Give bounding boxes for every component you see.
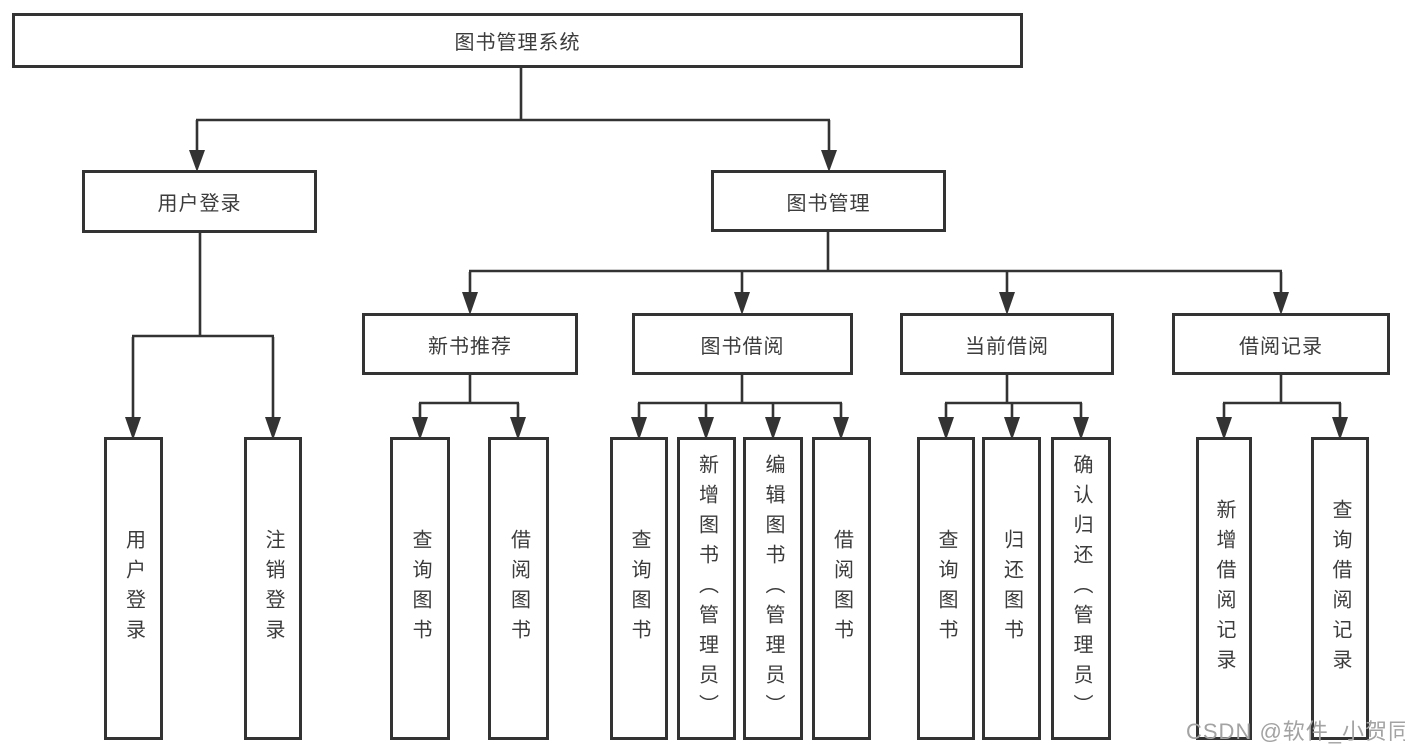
leaf-logout: 注销登录 <box>244 437 302 740</box>
arrowhead <box>833 417 849 440</box>
arrowhead <box>265 417 281 440</box>
arrowhead <box>412 417 428 440</box>
leaf-query-books-current: 查询图书 <box>917 437 975 740</box>
arrowhead <box>1332 417 1348 440</box>
node-library-management-system: 图书管理系统 <box>12 13 1023 68</box>
arrowhead <box>938 417 954 440</box>
arrowhead <box>1216 417 1232 440</box>
connector-borrow-record-to-leaves <box>1222 375 1342 418</box>
node-label: 查询图书 <box>409 528 431 649</box>
node-label: 借阅记录 <box>1239 335 1323 358</box>
node-label: 注销登录 <box>262 528 284 649</box>
leaf-confirm-return-admin: 确认归还（管理员） <box>1051 437 1111 740</box>
leaf-return-books: 归还图书 <box>982 437 1041 740</box>
arrowhead <box>765 417 781 440</box>
csdn-watermark: CSDN @软件_小贺同学 <box>1186 719 1405 744</box>
leaf-query-books-recommend: 查询图书 <box>390 437 450 740</box>
leaf-edit-books-admin: 编辑图书（管理员） <box>743 437 803 740</box>
leaf-query-books-borrow: 查询图书 <box>610 437 668 740</box>
leaf-user-login: 用户登录 <box>104 437 163 740</box>
node-label: 新增借阅记录 <box>1213 498 1235 679</box>
node-label: 确认归还（管理员） <box>1070 453 1092 724</box>
connector-user-login-to-leaves <box>131 233 275 418</box>
node-label: 图书管理 <box>786 192 871 215</box>
leaf-query-borrow-record: 查询借阅记录 <box>1311 437 1369 740</box>
node-user-login: 用户登录 <box>82 170 317 233</box>
node-label: 查询图书 <box>935 528 957 649</box>
leaf-add-books-admin: 新增图书（管理员） <box>677 437 736 740</box>
leaf-borrow-books: 借阅图书 <box>812 437 871 740</box>
arrowhead <box>1273 292 1289 315</box>
connector-current-borrow-to-leaves <box>944 375 1083 418</box>
node-label: 当前借阅 <box>965 335 1049 358</box>
node-label: 图书管理系统 <box>454 32 581 54</box>
node-label: 图书借阅 <box>700 335 785 358</box>
arrowhead <box>1004 417 1020 440</box>
arrowhead <box>698 417 714 440</box>
arrowheads <box>125 150 1348 440</box>
arrowhead <box>734 292 750 315</box>
node-book-borrowing: 图书借阅 <box>632 313 853 375</box>
connector-book-mgmt-to-level3 <box>468 232 1283 293</box>
node-book-management: 图书管理 <box>711 170 946 232</box>
arrowhead <box>999 292 1015 315</box>
node-label: 查询借阅记录 <box>1329 498 1351 679</box>
node-label: 用户登录 <box>157 193 242 215</box>
node-label: 用户登录 <box>122 528 145 649</box>
node-borrowing-records: 借阅记录 <box>1172 313 1390 375</box>
arrowhead <box>125 417 141 440</box>
arrowhead <box>510 417 526 440</box>
arrowhead <box>631 417 647 440</box>
node-label: 新增图书（管理员） <box>695 453 718 724</box>
node-label: 查询图书 <box>628 528 650 649</box>
arrowhead <box>821 150 837 172</box>
node-label: 新书推荐 <box>428 335 512 358</box>
arrowhead <box>189 150 205 172</box>
leaf-borrow-books-recommend: 借阅图书 <box>488 437 549 740</box>
connector-new-book-rec-to-leaves <box>418 375 520 418</box>
node-label: 借阅图书 <box>507 528 530 649</box>
arrowhead <box>1073 417 1089 440</box>
arrowhead <box>462 292 478 315</box>
connector-root-to-level2 <box>195 68 831 151</box>
node-new-book-recommend: 新书推荐 <box>362 313 578 375</box>
node-current-borrowing: 当前借阅 <box>900 313 1114 375</box>
leaf-add-borrow-record: 新增借阅记录 <box>1196 437 1252 740</box>
node-label: 借阅图书 <box>830 528 853 649</box>
connector-book-borrow-to-leaves <box>637 375 843 418</box>
node-label: 编辑图书（管理员） <box>762 453 784 724</box>
node-label: 归还图书 <box>1000 528 1023 649</box>
